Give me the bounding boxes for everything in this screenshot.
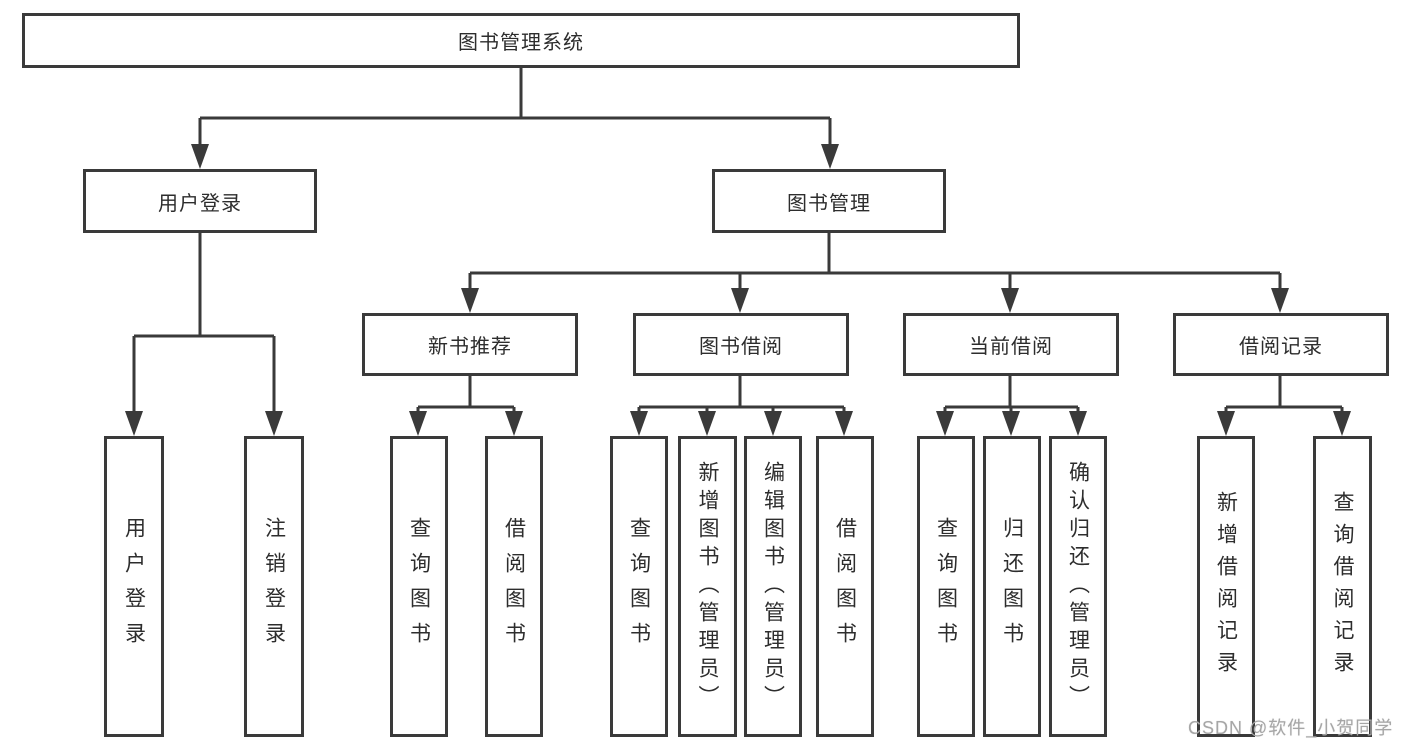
leaf-logout-label: 注销登录 — [262, 516, 286, 657]
leaf-user-login: 用户登录 — [104, 436, 164, 737]
leaf-add-borrow-record: 新增借阅记录 — [1197, 436, 1255, 737]
leaf-return-books: 归还图书 — [983, 436, 1041, 737]
leaf-query-books-3: 查询图书 — [917, 436, 975, 737]
leaf-add-books-admin-label: 新增图书（管理员） — [696, 460, 719, 713]
leaf-borrow-books-2-label: 借阅图书 — [833, 516, 857, 657]
leaf-confirm-return-admin: 确认归还（管理员） — [1049, 436, 1107, 737]
node-borrow-records: 借阅记录 — [1173, 313, 1389, 376]
node-borrow-records-label: 借阅记录 — [1239, 336, 1323, 358]
leaf-logout: 注销登录 — [244, 436, 304, 737]
node-root-label: 图书管理系统 — [458, 32, 584, 54]
node-book-management-branch-label: 图书管理 — [787, 192, 871, 215]
leaf-user-login-label: 用户登录 — [122, 516, 146, 657]
leaf-add-borrow-record-label: 新增借阅记录 — [1214, 490, 1238, 683]
csdn-watermark: CSDN @软件_小贺同学 — [1188, 718, 1394, 738]
leaf-edit-books-admin-label: 编辑图书（管理员） — [761, 460, 785, 713]
leaf-add-books-admin: 新增图书（管理员） — [678, 436, 737, 737]
node-book-borrow-label: 图书借阅 — [699, 336, 783, 358]
node-book-management-branch: 图书管理 — [712, 169, 946, 233]
node-user-login-branch: 用户登录 — [83, 169, 317, 233]
node-book-borrow: 图书借阅 — [633, 313, 849, 376]
leaf-confirm-return-admin-label: 确认归还（管理员） — [1066, 460, 1090, 713]
node-user-login-branch-label: 用户登录 — [158, 192, 242, 215]
arrowheads — [125, 144, 1351, 436]
node-new-book-recommend: 新书推荐 — [362, 313, 578, 376]
node-new-book-recommend-label: 新书推荐 — [428, 336, 512, 358]
leaf-edit-books-admin: 编辑图书（管理员） — [744, 436, 802, 737]
leaf-query-books-1-label: 查询图书 — [407, 516, 431, 657]
node-current-borrow: 当前借阅 — [903, 313, 1119, 376]
leaf-query-borrow-record-label: 查询借阅记录 — [1331, 490, 1354, 683]
leaf-return-books-label: 归还图书 — [1000, 516, 1024, 657]
node-root: 图书管理系统 — [22, 13, 1020, 68]
leaf-query-books-2: 查询图书 — [610, 436, 668, 737]
leaf-borrow-books-1: 借阅图书 — [485, 436, 543, 737]
leaf-query-borrow-record: 查询借阅记录 — [1313, 436, 1372, 737]
leaf-query-books-1: 查询图书 — [390, 436, 448, 737]
leaf-query-books-2-label: 查询图书 — [627, 516, 651, 657]
leaf-borrow-books-2: 借阅图书 — [816, 436, 874, 737]
leaf-query-books-3-label: 查询图书 — [934, 516, 958, 657]
node-current-borrow-label: 当前借阅 — [969, 336, 1053, 358]
leaf-borrow-books-1-label: 借阅图书 — [502, 516, 526, 657]
